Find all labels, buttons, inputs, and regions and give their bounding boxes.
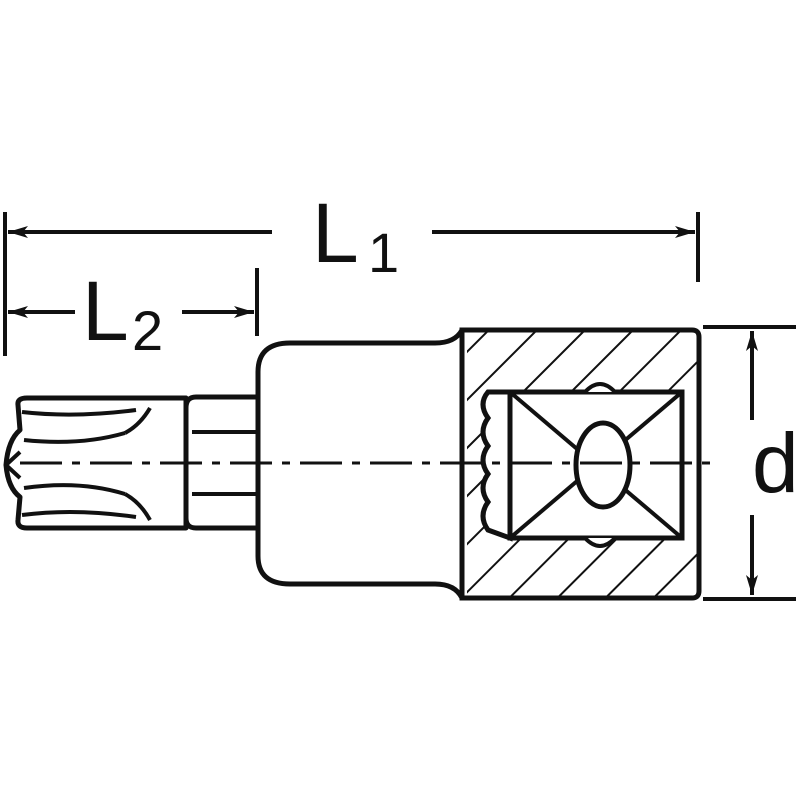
ball-detent-hole [573,420,633,510]
dimension-l1 [3,212,700,356]
torx-lobe-bottom [21,509,137,519]
torx-lobe-upper [23,431,126,444]
detent-bottom [583,536,617,548]
torx-lobe-top [21,408,137,417]
d-label: d [752,416,799,510]
dimension-l2 [8,268,259,336]
torx-lobe-lower [23,483,126,496]
torx-point [4,450,22,480]
dimension-d [703,325,796,601]
drive-head-section [459,327,702,601]
l2-label: L [82,264,129,358]
drive-head-outline [459,327,702,601]
drive-head-hatched [467,330,699,598]
torx-flute-upper [124,406,152,435]
torx-flute-lower [124,492,152,521]
detent-top [583,382,617,394]
l1-label: L [312,186,359,280]
l2-subscript: 2 [132,299,163,362]
inner-scallop-profile [480,389,513,542]
hex-collar [183,394,265,531]
l1-subscript: 1 [368,221,399,284]
